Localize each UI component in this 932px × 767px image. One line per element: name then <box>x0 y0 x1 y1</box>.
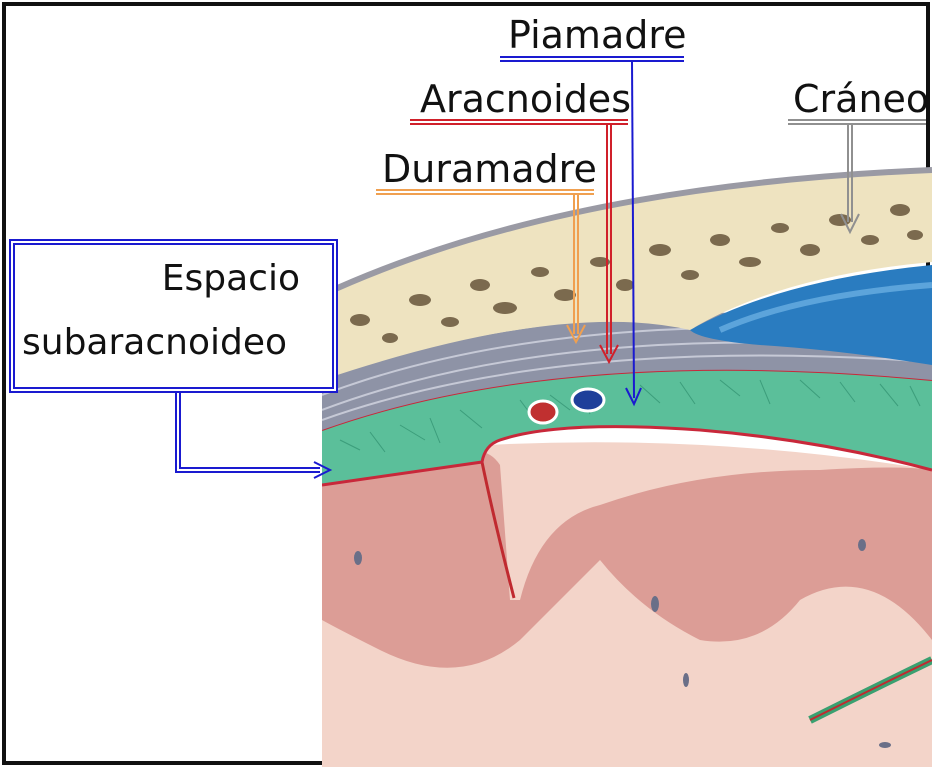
anatomy-illustration <box>322 170 932 767</box>
artery <box>529 401 557 423</box>
piamadre-label: Piamadre <box>508 13 687 57</box>
espacio-label-line2: subaracnoideo <box>22 322 287 363</box>
craneo-label: Cráneo <box>793 77 929 121</box>
espacio-label-line1: Espacio <box>162 258 300 299</box>
aracnoides-label: Aracnoides <box>420 77 631 121</box>
vein <box>572 389 604 411</box>
duramadre-label: Duramadre <box>382 147 597 191</box>
